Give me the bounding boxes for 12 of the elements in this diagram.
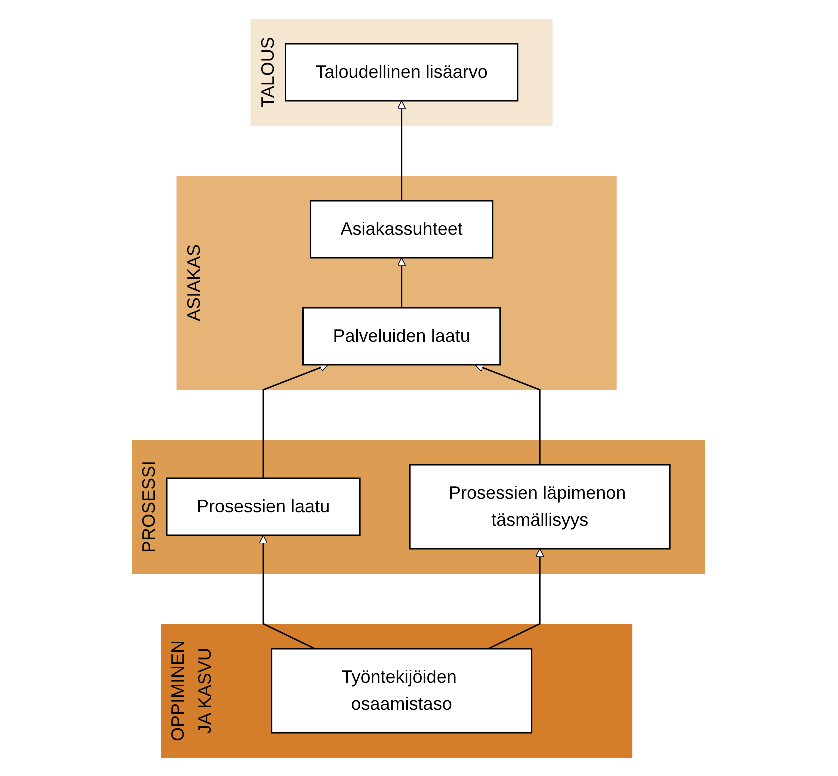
node-box: Prosessien laatu bbox=[166, 477, 362, 536]
node-box: Työntekijöiden osaamistaso bbox=[272, 648, 533, 734]
node-box: Prosessien läpimenon täsmällisyys bbox=[410, 464, 672, 550]
arrow bbox=[476, 363, 542, 464]
node-box: Taloudellinen lisäarvo bbox=[285, 42, 520, 102]
node-box: Palveluiden laatu bbox=[302, 306, 502, 366]
arrow bbox=[398, 100, 407, 200]
arrow bbox=[398, 257, 407, 308]
arrow bbox=[263, 363, 329, 478]
arrow bbox=[488, 548, 545, 650]
node-box: Asiakassuhteet bbox=[310, 200, 494, 258]
arrow bbox=[260, 534, 316, 650]
